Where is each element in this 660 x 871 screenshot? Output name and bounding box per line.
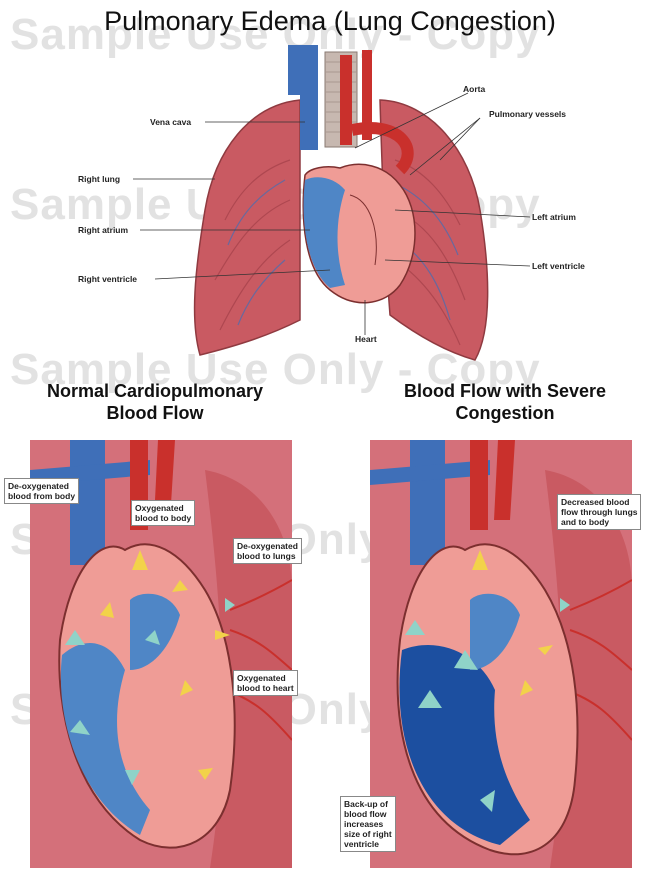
label-right-ventricle: Right ventricle [78,274,137,284]
label-aorta: Aorta [463,84,485,94]
label-vena-cava: Vena cava [150,117,191,127]
label-backup-flow: Back-up of blood flow increases size of … [340,796,396,852]
label-left-ventricle: Left ventricle [532,261,585,271]
label-deoxy-to-lungs: De-oxygenated blood to lungs [233,538,302,564]
label-right-atrium: Right atrium [78,225,128,235]
label-oxy-to-heart: Oxygenated blood to heart [233,670,298,696]
heading-congested-flow: Blood Flow with Severe Congestion [355,380,655,424]
top-leader-lines [0,0,660,380]
label-decreased-flow: Decreased blood flow through lungs and t… [557,494,641,530]
label-left-atrium: Left atrium [532,212,576,222]
label-oxy-to-body: Oxygenated blood to body [131,500,195,526]
label-deoxy-from-body: De-oxygenated blood from body [4,478,79,504]
heading-normal-flow: Normal Cardiopulmonary Blood Flow [5,380,305,424]
label-right-lung: Right lung [78,174,120,184]
label-heart: Heart [355,334,377,344]
label-pulmonary-vessels: Pulmonary vessels [489,109,566,119]
